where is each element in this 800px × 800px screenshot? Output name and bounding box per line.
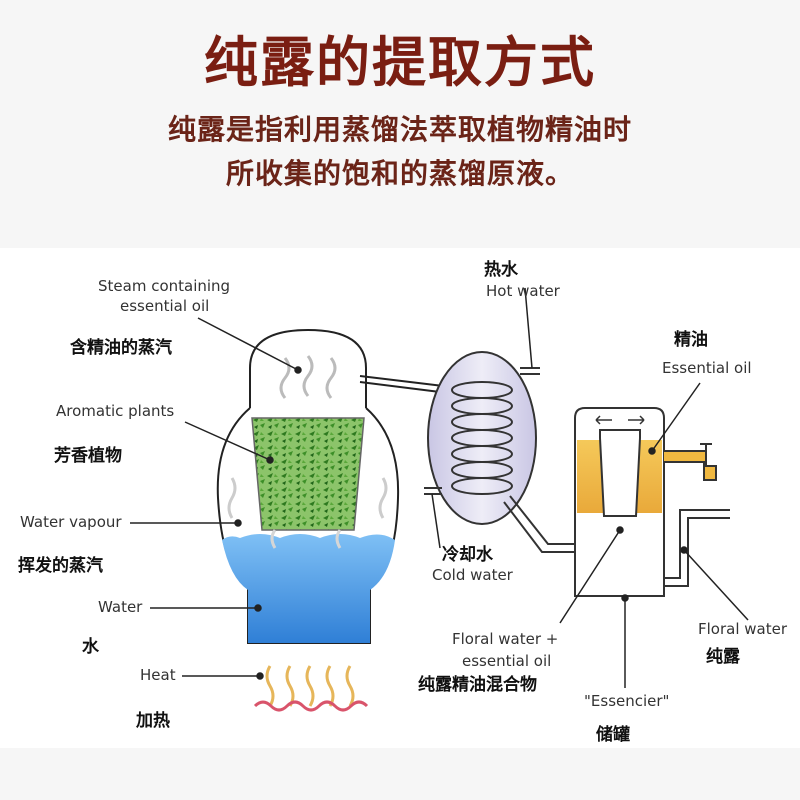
condensate-tube	[503, 501, 578, 553]
condensate-tube	[509, 495, 578, 545]
label-steam-zh: 含精油的蒸汽	[70, 337, 172, 358]
label-aromatic-en: Aromatic plants	[56, 402, 174, 420]
diagram-svg: Steam containing essential oil 含精油的蒸汽 Ar…	[18, 259, 788, 745]
vapour-wisp	[227, 477, 237, 519]
label-heat-en: Heat	[140, 666, 176, 684]
label-cold-en: Cold water	[432, 566, 514, 584]
distillation-diagram: Steam containing essential oil 含精油的蒸汽 Ar…	[0, 248, 800, 748]
page-title: 纯露的提取方式	[204, 31, 596, 94]
steam-wisp	[279, 357, 291, 399]
subtitle-line-2: 所收集的饱和的蒸馏原液。	[225, 157, 574, 190]
label-mix-en-2: essential oil	[462, 652, 551, 670]
steam-wisp	[325, 357, 337, 399]
label-water-en: Water	[98, 598, 143, 616]
essencier-tank	[574, 407, 730, 597]
oil-layer-right	[636, 440, 662, 513]
aromatic-plants-basket	[251, 417, 365, 531]
vapour-wisp	[270, 529, 277, 549]
boiling-water	[222, 534, 395, 643]
steam-wisp	[302, 355, 314, 397]
vapour-wisp	[335, 529, 342, 549]
label-essencier-zh: 储罐	[596, 724, 630, 745]
label-hot-zh: 热水	[484, 259, 519, 280]
label-floral-zh: 纯露	[706, 646, 741, 667]
label-heat-zh: 加热	[135, 710, 170, 731]
leader-lines	[130, 287, 749, 688]
condenser	[424, 351, 540, 525]
label-vapour-zh: 挥发的蒸汽	[18, 555, 103, 576]
heat-waves	[253, 665, 369, 712]
label-aromatic-zh: 芳香植物	[54, 445, 122, 466]
label-hot-en: Hot water	[486, 282, 561, 300]
vapour-wisp	[378, 477, 388, 519]
label-mix-en-1: Floral water +	[452, 630, 558, 648]
subtitle-line-1: 纯露是指利用蒸馏法萃取植物精油时	[167, 113, 632, 146]
label-water-zh: 水	[82, 636, 100, 657]
header-banner: 纯露的提取方式 纯露是指利用蒸馏法萃取植物精油时 所收集的饱和的蒸馏原液。	[0, 0, 800, 248]
label-vapour-en: Water vapour	[20, 513, 122, 531]
footer-band	[0, 748, 800, 800]
label-oil-zh: 精油	[674, 329, 708, 350]
oil-layer-left	[577, 440, 603, 513]
label-floral-en: Floral water	[698, 620, 788, 638]
still-vessel	[216, 328, 400, 644]
label-essencier-en: "Essencier"	[584, 692, 669, 710]
label-steam-en-2: essential oil	[120, 297, 209, 315]
label-steam-en-1: Steam containing	[98, 277, 230, 295]
label-mix-zh: 纯露精油混合物	[418, 674, 537, 695]
label-oil-en: Essential oil	[662, 359, 752, 377]
label-cold-zh: 冷却水	[442, 544, 494, 565]
